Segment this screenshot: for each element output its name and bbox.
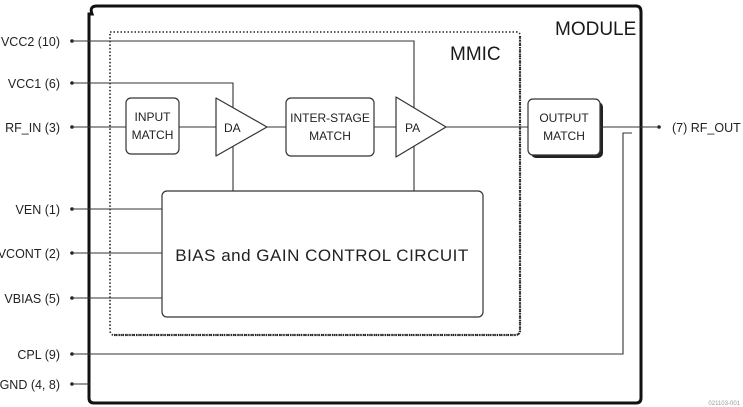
da-label: DA bbox=[224, 121, 241, 135]
output-match-line2: MATCH bbox=[543, 129, 585, 143]
pin-rf-in-label: RF_IN (3) bbox=[5, 121, 60, 135]
pin-cpl-label: CPL (9) bbox=[17, 348, 60, 362]
mmic-label: MMIC bbox=[450, 44, 501, 65]
figure-id: 021103-001 bbox=[708, 401, 740, 407]
pin-ven: VEN (1) bbox=[16, 203, 162, 217]
bias-gain-control-block: BIAS and GAIN CONTROL CIRCUIT bbox=[161, 190, 484, 318]
pin-vcc1-label: VCC1 (6) bbox=[8, 77, 60, 91]
module-label: MODULE bbox=[555, 19, 636, 40]
pin-rf-out-dot bbox=[657, 125, 661, 129]
bias-gain-control-label: BIAS and GAIN CONTROL CIRCUIT bbox=[175, 246, 468, 265]
inter-stage-match-line2: MATCH bbox=[309, 129, 351, 143]
input-match-line1: INPUT bbox=[135, 110, 172, 124]
pin-vcont: VCONT (2) bbox=[0, 247, 162, 261]
output-match-line1: OUTPUT bbox=[539, 111, 589, 125]
pin-vbias: VBIAS (5) bbox=[4, 292, 162, 306]
pin-vbias-label: VBIAS (5) bbox=[4, 292, 60, 306]
inter-stage-match-block: INTER-STAGE MATCH bbox=[285, 97, 375, 157]
pa-amplifier: PA bbox=[395, 96, 447, 158]
module-boundary bbox=[87, 4, 643, 405]
input-match-block: INPUT MATCH bbox=[125, 97, 180, 155]
pa-label: PA bbox=[405, 121, 420, 135]
pin-rf-out-label: (7) RF_OUT bbox=[672, 121, 741, 135]
output-match-block: OUTPUT MATCH bbox=[527, 98, 603, 158]
inter-stage-match-line1: INTER-STAGE bbox=[290, 111, 370, 125]
pin-rf-in: RF_IN (3) bbox=[5, 121, 126, 135]
pin-vcc2: VCC2 (10) bbox=[1, 35, 415, 126]
pin-vcont-label: VCONT (2) bbox=[0, 247, 60, 261]
pin-vcc1: VCC1 (6) bbox=[8, 77, 234, 107]
input-match-line2: MATCH bbox=[132, 128, 174, 142]
pin-gnd-label: GND (4, 8) bbox=[0, 378, 60, 392]
pin-ven-label: VEN (1) bbox=[16, 203, 60, 217]
pin-cpl: CPL (9) bbox=[17, 132, 632, 362]
pin-vcc2-label: VCC2 (10) bbox=[1, 35, 60, 49]
pin-gnd: GND (4, 8) bbox=[0, 378, 89, 392]
da-amplifier: DA bbox=[215, 97, 268, 157]
pin-rf-out: (7) RF_OUT bbox=[657, 121, 741, 135]
